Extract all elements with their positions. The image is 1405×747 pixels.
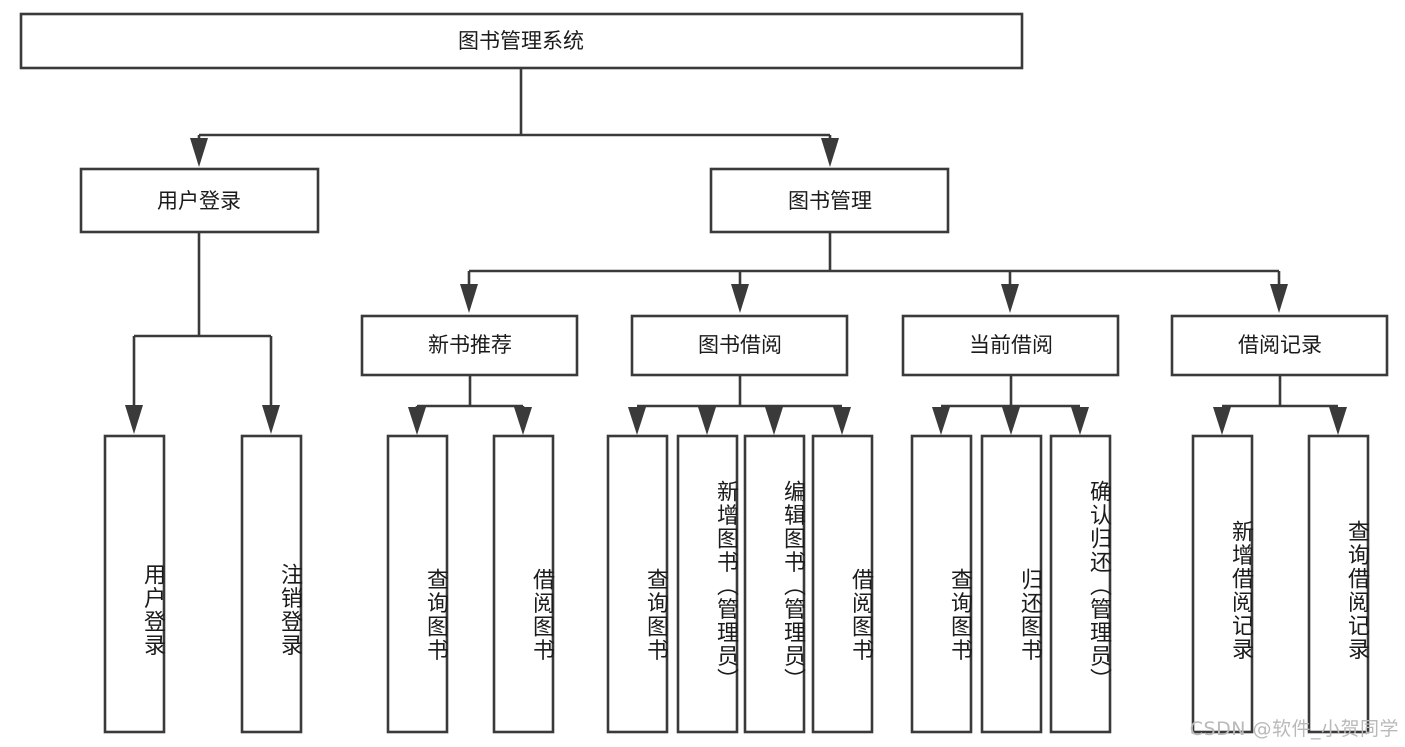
arrow-to-leaf-borrow-book-1 bbox=[514, 407, 532, 435]
arrow-to-book-management bbox=[821, 138, 839, 167]
node-book-borrow[interactable]: 图书借阅 bbox=[630, 314, 849, 377]
leaf-box-add-record[interactable] bbox=[1191, 434, 1254, 734]
leaf-box-add-book[interactable] bbox=[676, 434, 739, 734]
leaf-box-query-book-2[interactable] bbox=[606, 434, 669, 734]
arrow-to-leaf-return-book bbox=[1002, 407, 1020, 435]
current-borrow-label: 当前借阅 bbox=[969, 333, 1053, 357]
arrow-to-book-borrow bbox=[731, 284, 749, 313]
book-management-box bbox=[709, 167, 950, 234]
arrow-to-current-borrow bbox=[1001, 284, 1019, 313]
leaf-box-borrow-book-1[interactable] bbox=[492, 434, 555, 734]
node-new-book-recommend[interactable]: 新书推荐 bbox=[360, 314, 579, 377]
arrow-to-leaf-query-record bbox=[1329, 407, 1347, 435]
leaf-box-logout-login[interactable] bbox=[240, 434, 303, 734]
new-book-recommend-box bbox=[360, 314, 579, 377]
root-box bbox=[19, 12, 1024, 70]
arrow-to-leaf-edit-book bbox=[765, 407, 783, 435]
node-book-management[interactable]: 图书管理 bbox=[709, 167, 950, 234]
root-label: 图书管理系统 bbox=[458, 29, 584, 53]
leaf-box-user-login[interactable] bbox=[103, 434, 166, 734]
leaf-box-return-book[interactable] bbox=[980, 434, 1043, 734]
leaf-box-query-record[interactable] bbox=[1307, 434, 1370, 734]
borrow-record-label: 借阅记录 bbox=[1238, 333, 1322, 357]
arrow-to-leaf-logout-login bbox=[262, 405, 280, 434]
arrow-to-leaf-query-book-2 bbox=[628, 407, 646, 435]
leaf-box-query-book-1[interactable] bbox=[386, 434, 449, 734]
book-borrow-box bbox=[630, 314, 849, 377]
leaf-box-edit-book[interactable] bbox=[743, 434, 806, 734]
arrow-to-leaf-query-book-3 bbox=[932, 407, 950, 435]
node-current-borrow[interactable]: 当前借阅 bbox=[901, 314, 1120, 377]
arrow-to-user-login bbox=[190, 138, 208, 167]
node-borrow-record[interactable]: 借阅记录 bbox=[1170, 314, 1389, 377]
user-login-label: 用户登录 bbox=[157, 189, 241, 213]
leaf-box-confirm-return[interactable] bbox=[1049, 434, 1112, 734]
arrow-to-new-book-recommend bbox=[460, 284, 478, 313]
arrow-to-leaf-borrow-book-2 bbox=[833, 407, 851, 435]
arrow-to-leaf-user-login bbox=[125, 405, 143, 434]
current-borrow-box bbox=[901, 314, 1120, 377]
arrow-to-leaf-add-record bbox=[1213, 407, 1231, 435]
arrow-to-leaf-add-book bbox=[698, 407, 716, 435]
node-user-login[interactable]: 用户登录 bbox=[79, 167, 320, 234]
node-root[interactable]: 图书管理系统 bbox=[19, 12, 1024, 70]
book-management-label: 图书管理 bbox=[788, 189, 872, 213]
arrow-to-leaf-query-book-1 bbox=[408, 407, 426, 435]
csdn-watermark: CSDN @软件_小贺同学 bbox=[1189, 718, 1399, 740]
leaf-box-query-book-3[interactable] bbox=[910, 434, 973, 734]
new-book-recommend-label: 新书推荐 bbox=[428, 333, 512, 357]
arrow-to-borrow-record bbox=[1270, 284, 1288, 313]
borrow-record-box bbox=[1170, 314, 1389, 377]
book-borrow-label: 图书借阅 bbox=[698, 333, 782, 357]
leaf-box-borrow-book-2[interactable] bbox=[811, 434, 874, 734]
arrow-to-leaf-confirm-return bbox=[1071, 407, 1089, 435]
